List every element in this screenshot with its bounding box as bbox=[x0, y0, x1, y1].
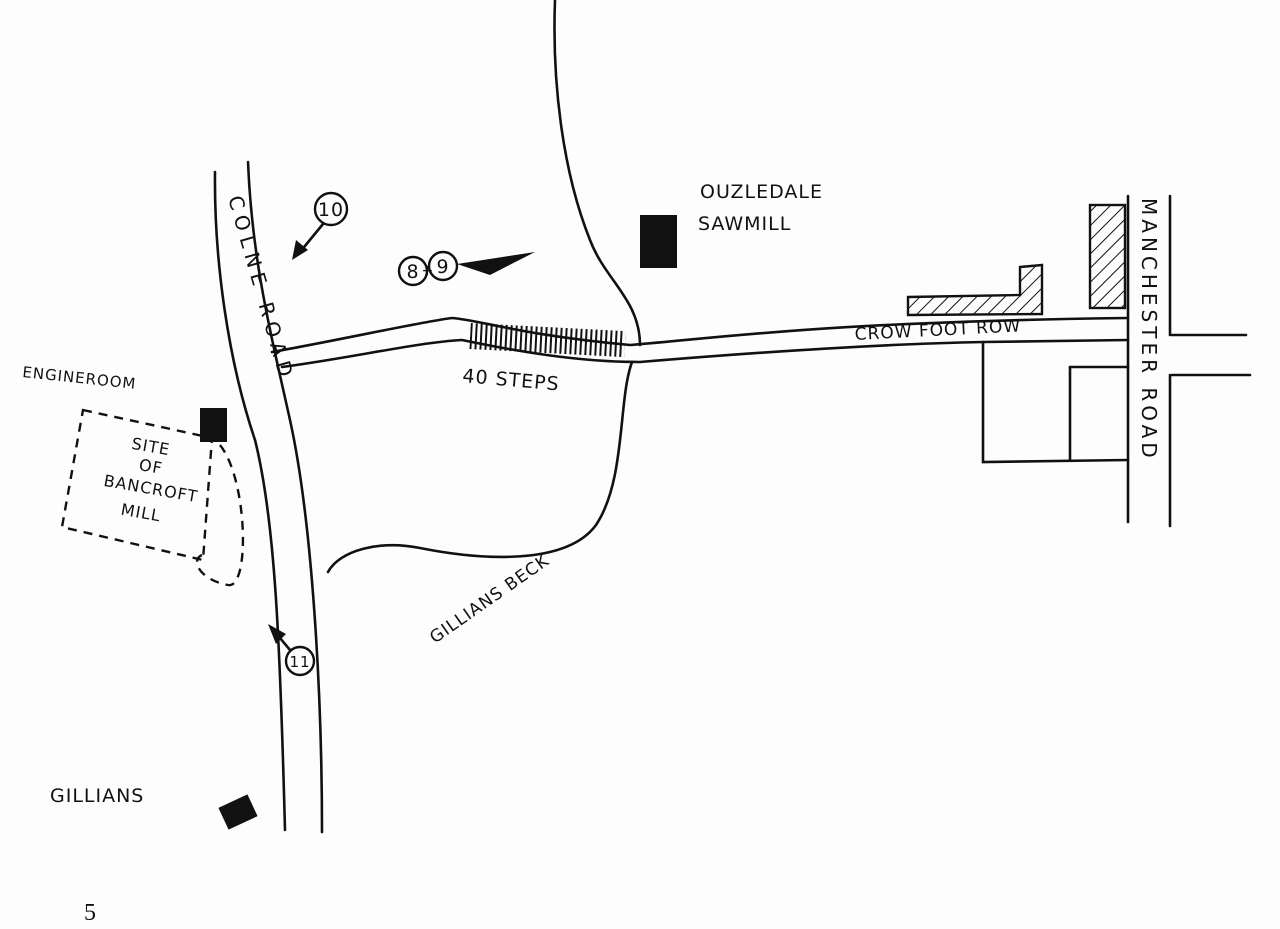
marker-10: 10 bbox=[292, 191, 349, 260]
bancroft-mill-site bbox=[60, 408, 245, 587]
forty-steps-label: 40 STEPS bbox=[462, 365, 561, 395]
svg-text:BANCROFT: BANCROFT bbox=[102, 471, 199, 506]
sawmill-label: SAWMILL bbox=[698, 213, 791, 235]
manchester-road bbox=[1126, 194, 1252, 528]
svg-text:+: + bbox=[422, 263, 435, 279]
ouzledale-label: OUZLEDALE bbox=[700, 181, 823, 203]
gillians-building bbox=[218, 794, 258, 830]
crowfoot-buildings bbox=[906, 203, 1130, 464]
arrow-icon bbox=[292, 240, 308, 260]
crowfoot-row-building bbox=[906, 263, 1044, 317]
colne-road-label: COLNE ROAD bbox=[223, 193, 299, 385]
gillians-label: GILLIANS bbox=[50, 785, 144, 807]
svg-text:MILL: MILL bbox=[119, 500, 162, 526]
marker-8-9: 8 + 9 bbox=[397, 250, 535, 287]
arrow-icon bbox=[457, 252, 535, 275]
svg-text:11: 11 bbox=[289, 653, 310, 671]
svg-text:9: 9 bbox=[436, 256, 449, 278]
crowfoot-lane bbox=[270, 316, 1130, 369]
gillians-beck-stream bbox=[326, 0, 642, 574]
gillians-beck-label: GILLIANS BECK bbox=[426, 551, 553, 648]
forty-steps-hatching bbox=[469, 322, 626, 358]
svg-text:10: 10 bbox=[318, 199, 344, 221]
page-number: 5 bbox=[84, 900, 96, 926]
manchester-road-label: MANCHESTER ROAD bbox=[1137, 198, 1161, 462]
colne-road bbox=[213, 160, 324, 834]
hatched-building bbox=[1088, 203, 1127, 310]
ouzledale-sawmill-building bbox=[640, 215, 677, 268]
engine-room-label: ENGINEROOM bbox=[22, 363, 138, 393]
marker-11: 11 bbox=[268, 624, 316, 677]
arrow-icon bbox=[268, 624, 286, 644]
svg-text:OF: OF bbox=[138, 455, 165, 478]
engine-room-building bbox=[200, 408, 227, 442]
svg-text:SITE: SITE bbox=[130, 434, 171, 459]
svg-text:8: 8 bbox=[406, 261, 419, 283]
